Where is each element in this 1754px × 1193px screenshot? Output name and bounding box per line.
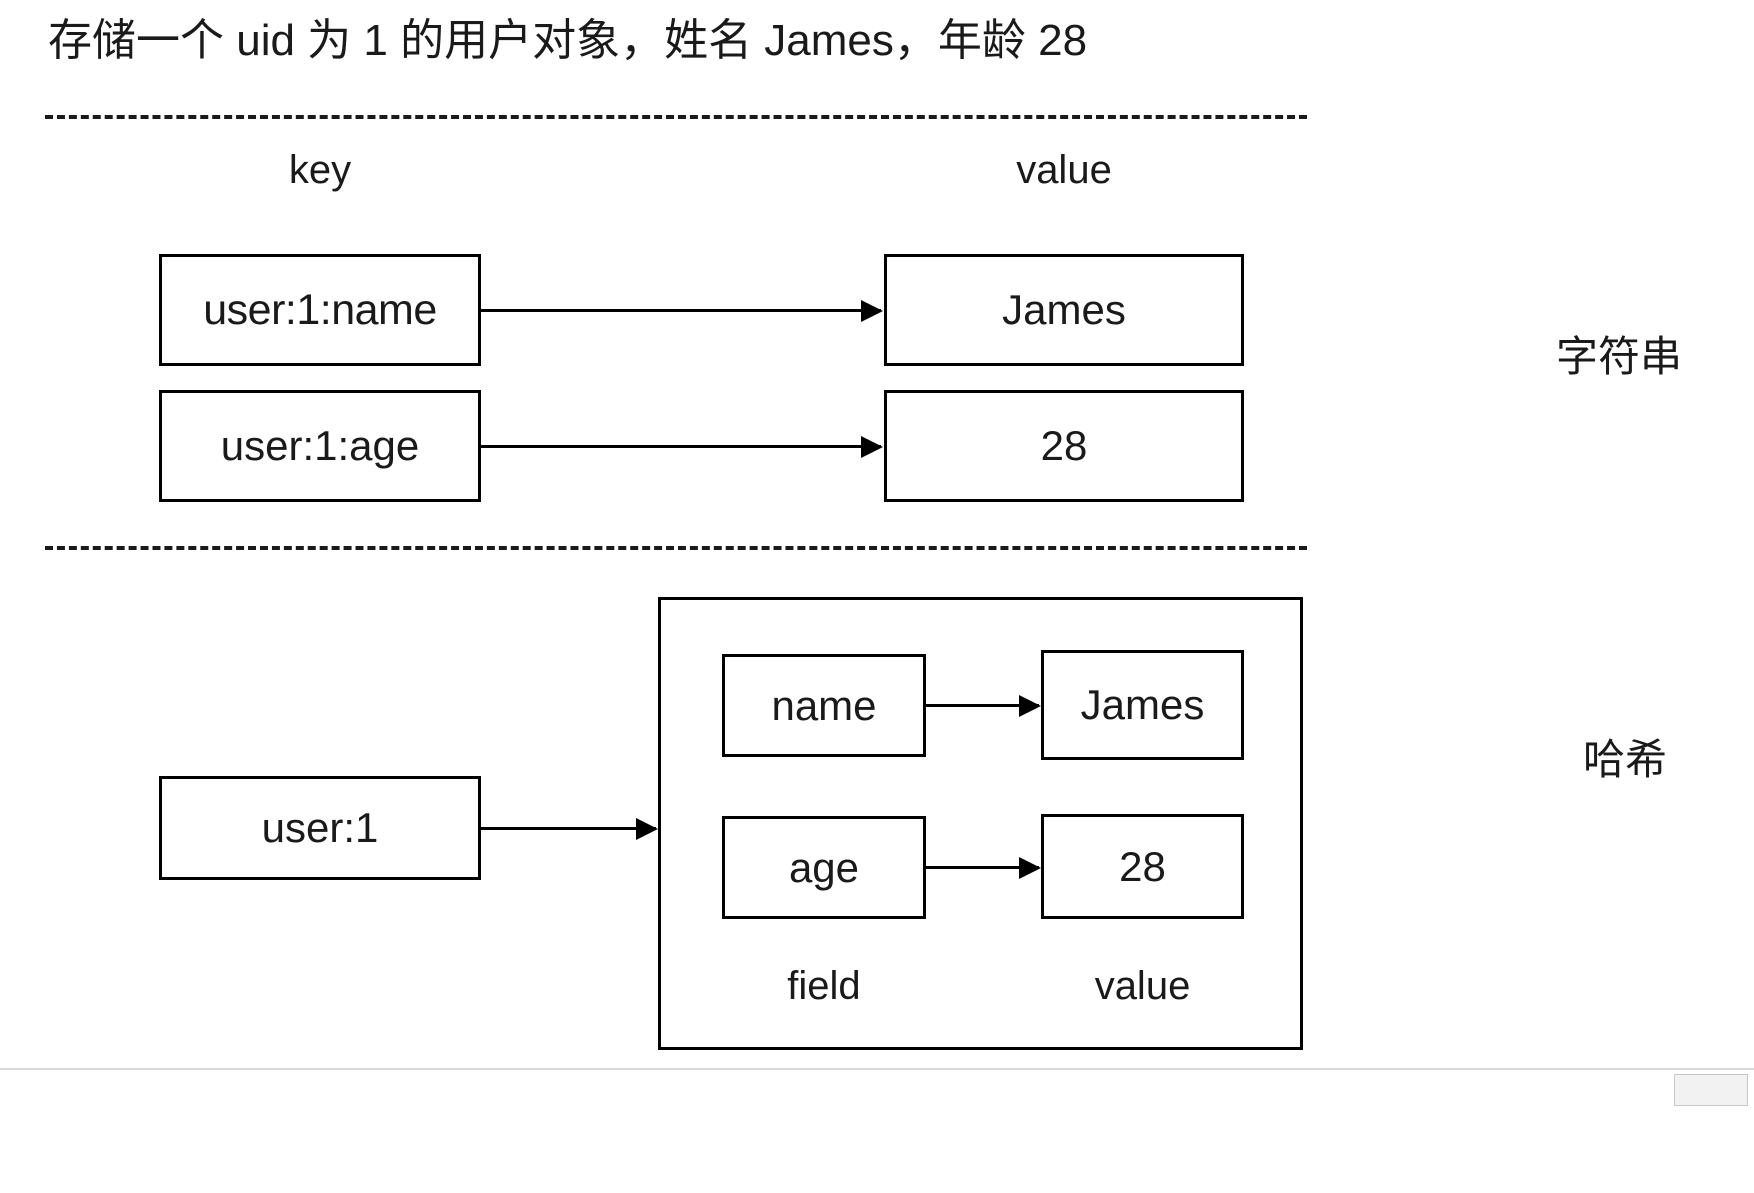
string-key-name-box: user:1:name (159, 254, 481, 366)
section-label-string: 字符串 (1556, 333, 1683, 380)
section-divider-top (45, 115, 1307, 119)
arrow-hash-key-to-container (481, 827, 656, 830)
bottom-bar (0, 1068, 1754, 1193)
hash-key-box: user:1 (159, 776, 481, 880)
section-divider-middle (45, 546, 1307, 550)
string-key-age-box: user:1:age (159, 390, 481, 502)
hash-field-age-box: age (722, 816, 926, 919)
hash-value-name-box: James (1041, 650, 1244, 760)
column-header-value: value (1016, 148, 1112, 192)
arrow-key-age-to-value (481, 445, 881, 448)
hash-value-age-box: 28 (1041, 814, 1244, 919)
page-title: 存储一个 uid 为 1 的用户对象，姓名 James，年龄 28 (48, 16, 1088, 65)
hash-field-name-box: name (722, 654, 926, 757)
string-value-age-box: 28 (884, 390, 1244, 502)
arrow-field-name-to-value (926, 704, 1039, 707)
string-value-name-box: James (884, 254, 1244, 366)
arrow-field-age-to-value (926, 866, 1039, 869)
column-header-key: key (288, 148, 352, 192)
hash-caption-value: value (1094, 964, 1191, 1008)
bottom-right-chip (1674, 1074, 1748, 1106)
hash-caption-field: field (787, 964, 861, 1008)
section-label-hash: 哈希 (1583, 736, 1668, 783)
arrow-key-name-to-value (481, 309, 881, 312)
